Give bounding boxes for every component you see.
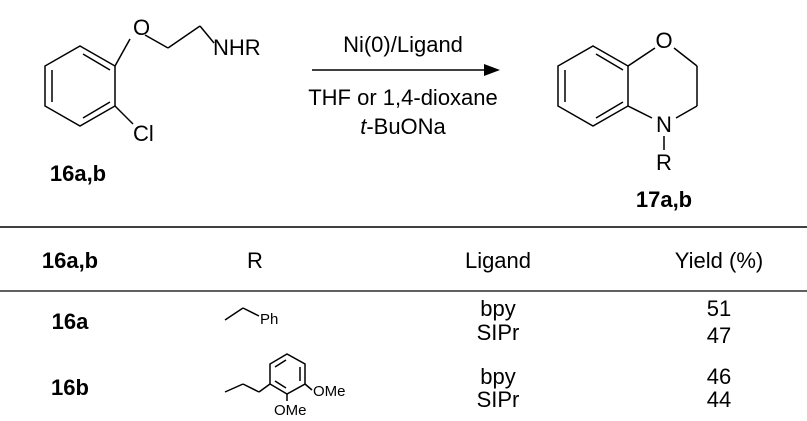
methoxy-label: OMe	[274, 402, 307, 419]
reactant-structure	[44, 25, 215, 127]
ligand-value: bpy	[480, 364, 515, 389]
product-r-label: R	[656, 150, 672, 175]
ligand-value: SIPr	[477, 320, 520, 345]
reactant-compound-id: 16a,b	[50, 161, 106, 186]
reactant-oxygen-label: O	[133, 15, 150, 40]
yield-value: 47	[707, 323, 731, 348]
product-structure	[557, 45, 698, 150]
ligand-value: SIPr	[477, 387, 520, 412]
product-benzene-ring	[557, 45, 629, 127]
product-nitrogen-label: N	[656, 112, 672, 137]
condition-base-italic: t	[360, 114, 367, 139]
dimethoxyphenylpropyl-structure	[224, 353, 313, 401]
methoxy-label: OMe	[313, 383, 346, 400]
condition-base-rest: -BuONa	[366, 114, 446, 139]
reactant-benzene-ring	[44, 45, 116, 127]
reaction-arrow	[312, 64, 500, 76]
table-header-r: R	[247, 248, 263, 273]
table-header-yield: Yield (%)	[675, 248, 763, 273]
condition-solvent: THF or 1,4-dioxane	[308, 85, 498, 110]
ligand-value: bpy	[480, 296, 515, 321]
yield-value: 44	[707, 387, 731, 412]
table-header-compound: 16a,b	[42, 248, 98, 273]
phenyl-label: Ph	[260, 311, 278, 328]
row-compound-id: 16b	[51, 375, 89, 400]
table-row: 16b OMe OMe bpy SIPr 46 44	[51, 353, 731, 419]
table-row: 16a Ph bpy SIPr 51 47	[52, 296, 732, 348]
reactant-chlorine-label: Cl	[133, 121, 154, 146]
product-compound-id: 17a,b	[636, 187, 692, 212]
benzyl-structure	[224, 307, 260, 321]
condition-catalyst: Ni(0)/Ligand	[343, 32, 463, 57]
reactant-nhr-label: NHR	[213, 35, 261, 60]
table-header-ligand: Ligand	[465, 248, 531, 273]
product-oxygen-label: O	[655, 28, 672, 53]
yield-value: 46	[707, 364, 731, 389]
row-compound-id: 16a	[52, 309, 89, 334]
yield-value: 51	[707, 296, 731, 321]
condition-base: t-BuONa	[360, 114, 446, 139]
